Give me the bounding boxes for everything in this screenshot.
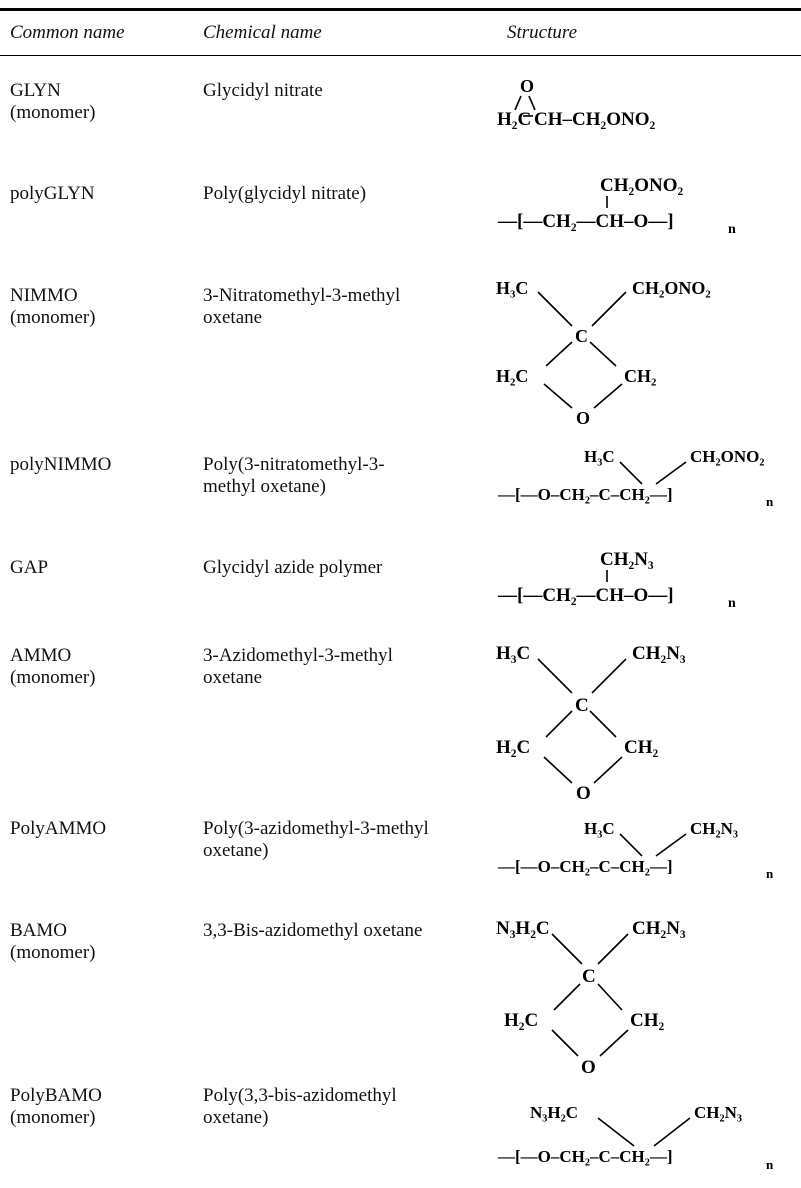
bond (655, 833, 687, 857)
h3c-group: H₃C (584, 447, 615, 466)
polymer-chain: —[—CH₂—CH–O—] (497, 211, 674, 232)
chemical-name: Glycidyl nitrate (203, 80, 323, 101)
polymer-chain: —[—O–CH₂–C–CH₂—] (497, 857, 673, 876)
bond (599, 1029, 629, 1057)
common-name: BAMO(monomer) (10, 920, 96, 963)
quaternary-carbon: C (575, 326, 588, 346)
header-rule (0, 55, 801, 56)
bond (593, 383, 623, 409)
bond (589, 341, 617, 367)
ch2-group: CH₂ (624, 737, 659, 758)
repeat-n: n (766, 866, 774, 881)
repeat-n: n (728, 596, 736, 611)
h2c-group: H₂C (496, 366, 528, 386)
common-name: AMMO(monomer) (10, 645, 96, 688)
header-common-name: Common name (10, 22, 125, 43)
glyn-structure: O H₂C CH–CH₂ONO₂ (497, 76, 655, 130)
epoxide-bond-right (528, 95, 536, 111)
h2c-group: H₂C (496, 737, 530, 758)
bond (553, 983, 581, 1011)
h3c-group: H₃C (584, 819, 615, 838)
h2c-group: H₂C (497, 109, 531, 130)
bond (619, 833, 643, 857)
glyn-chain: CH–CH₂ONO₂ (534, 109, 655, 130)
pendant-group: CH₂N₃ (600, 549, 654, 570)
bond (543, 383, 573, 409)
bond (551, 1029, 579, 1057)
common-name: polyGLYN (10, 183, 95, 204)
substituent: CH₂ONO₂ (632, 278, 711, 298)
bond (551, 933, 583, 965)
bond (593, 756, 623, 784)
common-name: PolyBAMO(monomer) (10, 1085, 102, 1128)
bond (537, 291, 573, 327)
polymer-chain: —[—O–CH₂–C–CH₂—] (497, 1147, 673, 1166)
gap-structure: CH₂N₃ —[—CH₂—CH–O—] n (497, 549, 736, 611)
common-name: PolyAMMO (10, 818, 107, 839)
ch2-group: CH₂ (624, 366, 656, 386)
bond (591, 291, 627, 327)
h3c-group: H₃C (496, 278, 528, 298)
common-name: GLYN(monomer) (10, 80, 96, 123)
bond (545, 710, 573, 738)
bond (597, 1117, 635, 1147)
bond (597, 983, 623, 1011)
bond (591, 658, 627, 694)
ring-oxygen: O (576, 408, 590, 428)
n3h2c-group: N₃H₂C (530, 1103, 578, 1122)
chemical-name: Glycidyl azide polymer (203, 557, 383, 578)
repeat-n: n (766, 494, 774, 509)
bond (597, 933, 629, 965)
bamo-structure: N₃H₂C CH₂N₃ C H₂C CH₂ O (496, 918, 686, 1078)
polymer-chain: —[—O–CH₂–C–CH₂—] (497, 485, 673, 504)
h2c-group: H₂C (504, 1010, 538, 1031)
ring-oxygen: O (581, 1057, 596, 1078)
header-structure: Structure (507, 22, 578, 43)
bond (589, 710, 617, 738)
substituent: CH₂ONO₂ (690, 447, 764, 466)
pendant-group: CH₂ONO₂ (600, 175, 683, 196)
table-top-rule (0, 8, 801, 11)
chemical-name: Poly(3-nitratomethyl-3-methyl oxetane) (203, 454, 385, 497)
header-chemical-name: Chemical name (203, 22, 322, 43)
substituent: CH₂N₃ (694, 1103, 742, 1122)
epoxide-oxygen: O (520, 76, 534, 96)
polymer-chain: —[—CH₂—CH–O—] (497, 585, 674, 606)
polynimmo-structure: H₃C CH₂ONO₂ —[—O–CH₂–C–CH₂—] n (497, 447, 774, 509)
substituent: CH₂N₃ (690, 819, 738, 838)
ch2-group: CH₂ (630, 1010, 665, 1031)
bond (543, 756, 573, 784)
common-name: GAP (10, 557, 49, 578)
ammo-structure: H₃C CH₂N₃ C H₂C CH₂ O (496, 643, 686, 804)
bond (545, 341, 573, 367)
epoxide-bond-left (514, 95, 522, 111)
quaternary-carbon: C (575, 695, 589, 716)
common-name: polyNIMMO (10, 454, 112, 475)
chemical-name: Poly(glycidyl nitrate) (203, 183, 367, 204)
substituent: CH₂N₃ (632, 918, 686, 939)
n3h2c-group: N₃H₂C (496, 918, 550, 939)
polybamo-structure: N₃H₂C CH₂N₃ —[—O–CH₂–C–CH₂—] n (497, 1103, 774, 1172)
polyglyn-structure: CH₂ONO₂ —[—CH₂—CH–O—] n (497, 175, 736, 237)
polyammo-structure: H₃C CH₂N₃ —[—O–CH₂–C–CH₂—] n (497, 819, 774, 881)
h3c-group: H₃C (496, 643, 530, 664)
bond (537, 658, 573, 694)
repeat-n: n (766, 1157, 774, 1172)
common-name: NIMMO(monomer) (10, 285, 96, 328)
bond (619, 461, 643, 485)
chemical-name: 3,3-Bis-azidomethyl oxetane (203, 920, 423, 941)
nimmo-structure: H₃C CH₂ONO₂ C H₂C CH₂ O (496, 278, 711, 428)
bond (653, 1117, 691, 1147)
substituent: CH₂N₃ (632, 643, 686, 664)
quaternary-carbon: C (582, 966, 596, 987)
bond (655, 461, 687, 485)
repeat-n: n (728, 222, 736, 237)
ring-oxygen: O (576, 783, 591, 804)
